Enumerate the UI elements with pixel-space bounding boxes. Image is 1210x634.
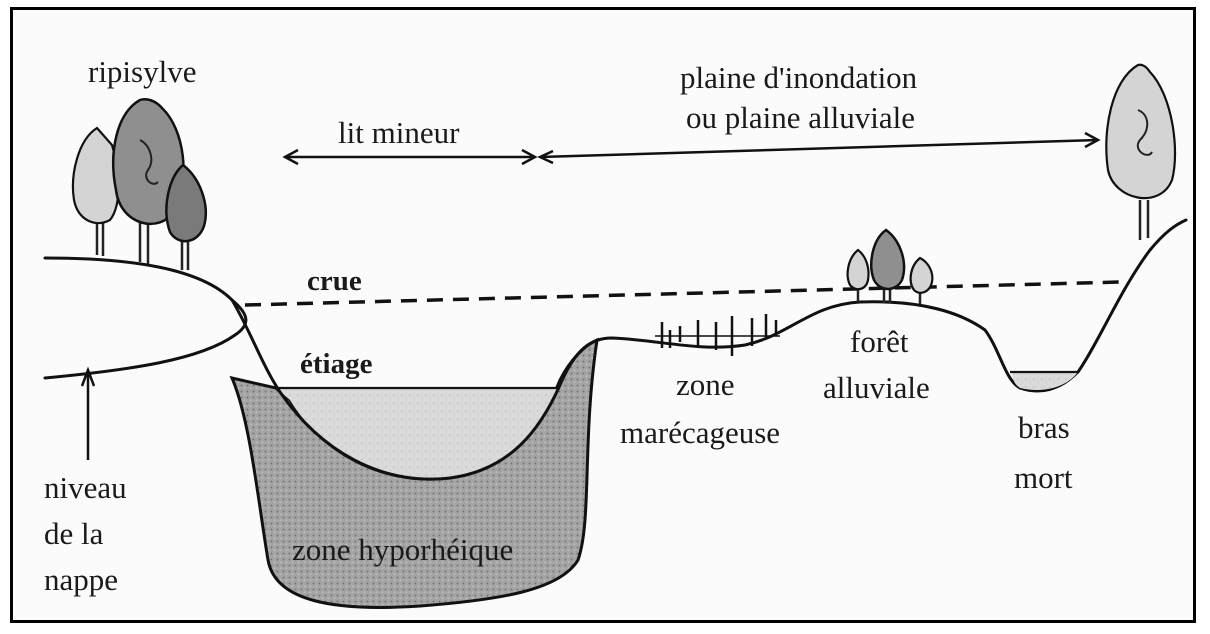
label-zone-marecageuse-line1: zone xyxy=(676,367,735,402)
marsh-reeds-icon xyxy=(655,314,780,356)
label-nappe-line1: niveau xyxy=(44,470,127,505)
plaine-arrow xyxy=(540,133,1098,163)
alluvial-forest-trees-icon xyxy=(848,230,933,304)
label-plaine-line2: ou plaine alluviale xyxy=(686,100,915,135)
label-lit-mineur: lit mineur xyxy=(338,115,460,150)
left-bank-lens xyxy=(45,300,246,378)
label-zone-marecageuse-line2: marécageuse xyxy=(620,415,780,450)
label-plaine-line1: plaine d'inondation xyxy=(680,60,918,95)
label-ripisylve: ripisylve xyxy=(88,54,197,89)
oxbow-water xyxy=(1012,372,1078,390)
flood-level-line xyxy=(245,282,1120,305)
water-table-arrow xyxy=(82,370,94,460)
right-bank-tree-icon xyxy=(1106,65,1175,240)
label-foret-line2: alluviale xyxy=(823,370,930,405)
ground-profile xyxy=(45,220,1186,479)
label-nappe-line2: de la xyxy=(44,516,104,551)
lit-mineur-arrow xyxy=(285,150,535,164)
label-crue: crue xyxy=(307,265,362,297)
label-zone-hyporheique: zone hyporhéique xyxy=(292,532,513,567)
label-nappe-line3: nappe xyxy=(44,562,118,597)
label-etiage: étiage xyxy=(300,348,373,380)
label-foret-line1: forêt xyxy=(850,324,909,359)
label-bras-line1: bras xyxy=(1018,410,1070,445)
label-bras-line2: mort xyxy=(1014,460,1073,495)
riparian-trees-icon xyxy=(73,99,206,270)
